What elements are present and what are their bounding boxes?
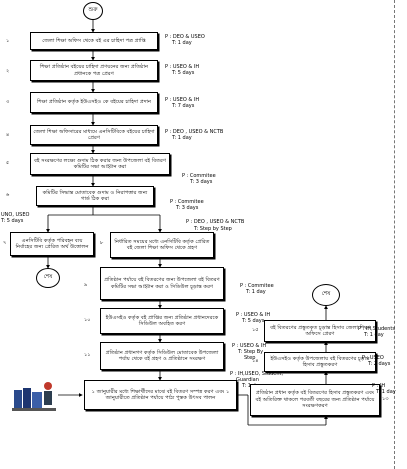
step-6-note-person: P : Commitee (170, 199, 204, 205)
step-number: ৫ (6, 160, 10, 166)
step-3-note-time: T: 7 days (172, 103, 195, 109)
step-10-text: ইউএসইও কর্তৃক বই প্রাপ্তির জন্য প্রতিষ্ঠ… (105, 314, 219, 327)
end-terminal-left: শেষ (36, 268, 60, 288)
step-number: ১৫ (252, 327, 259, 333)
step-7-note-person: UNO, USEO (1, 212, 30, 218)
step-2-note-time: T: 5 days (172, 70, 195, 76)
step-5-note-person: P : Commitee (182, 173, 216, 179)
step-number: ২ (6, 68, 10, 74)
step-14-note-time: T: 2 days (368, 361, 391, 367)
step-4-note-person: P : DEO , USEO & NCTB (165, 129, 224, 135)
end-right-label: শেষ (321, 291, 331, 297)
step-number: ১০ (84, 317, 91, 323)
step-13-box: প্রতিষ্ঠান প্রধান কর্তৃক বই বিতরণের হিসা… (250, 384, 380, 416)
page-edge-divider (394, 0, 395, 469)
step-4-note-time: T: 1 day (172, 135, 192, 141)
step-8-box: নির্ধারিত সময়ের মধ্যে এনসিটিবি কর্তৃক প… (110, 232, 214, 258)
step-13-note-time: T: 1 day (376, 389, 396, 395)
step-11-note-person: P : USEO & IH (232, 343, 267, 349)
start-label: শুরু (88, 7, 98, 13)
step-12-note-group: Guardian (236, 377, 259, 383)
step-13-text: প্রতিষ্ঠান প্রধান কর্তৃক বই বিতরণের হিসা… (255, 390, 375, 410)
step-8-text: নির্ধারিত সময়ের মধ্যে এনসিটিবি কর্তৃক প… (114, 238, 210, 251)
step-5-box: বই সংরক্ষণের লক্ষ্যে গুদাম ঠিক করার জন্য… (30, 153, 170, 175)
end-terminal-right: শেষ (312, 284, 340, 306)
step-1-note-time: T: 1 day (172, 40, 192, 46)
step-14-note-person: P : USEO (362, 355, 384, 361)
step-11-note-time: T: Step By (238, 349, 264, 355)
step-9-box: প্রতিষ্ঠান পর্যায়ে বই বিতরণের জন্য উপজে… (100, 267, 224, 300)
step-11-box: প্রতিষ্ঠান প্রধানগণ কর্তৃক সিডিউল মোতাবে… (100, 342, 224, 370)
step-13-note-person: P : IH (372, 383, 386, 389)
book-distribution-illustration-icon (12, 380, 56, 412)
step-number: ৮ (100, 240, 104, 246)
step-15-note-person: P : IH,Students (358, 326, 395, 332)
step-1-text: জেলা শিক্ষা অফিস থেকে বই এর চাহিদা পত্র … (42, 37, 146, 44)
step-6-text: কমিটির সিদ্ধান্ত মোতাবেক গুদাম ও নিরাপত্… (42, 189, 148, 202)
step-2-box: শিক্ষা প্রতিষ্ঠান বইয়ের চাহিদা প্রণয়নে… (30, 60, 158, 81)
step-9-text: প্রতিষ্ঠান পর্যায়ে বই বিতরণের জন্য উপজে… (104, 277, 220, 290)
step-number: ১৩ (382, 396, 389, 402)
step-7-note-time: T: 5 days (1, 218, 24, 224)
step-6-box: কমিটির সিদ্ধান্ত মোতাবেক গুদাম ও নিরাপত্… (36, 186, 154, 206)
step-number: ১৪ (252, 358, 259, 364)
step-8-note-person: P : DEO , USEO & NCTB (186, 219, 245, 225)
step-7-box: এনসিটিবি কর্তৃক পরিবহন ব্যয় নির্বাহের জ… (10, 232, 94, 256)
step-3-text: শিক্ষা প্রতিষ্ঠান কর্তৃক ইউএসইও কে বইয়ে… (36, 99, 152, 106)
step-2-note-person: P : USEO & IH (165, 64, 200, 70)
step-9-note-time: T: 1 day (246, 289, 266, 295)
step-9-note-person: P : Commitee (240, 283, 274, 289)
step-number: ৪ (6, 132, 10, 138)
step-10-box: ইউএসইও কর্তৃক বই প্রাপ্তির জন্য প্রতিষ্ঠ… (100, 308, 224, 334)
step-5-note-time: T: 3 days (190, 179, 213, 185)
step-3-box: শিক্ষা প্রতিষ্ঠান কর্তৃক ইউএসইও কে বইয়ে… (30, 92, 158, 113)
step-10-note-time: T: 5 days (242, 318, 265, 324)
step-7-text: এনসিটিবি কর্তৃক পরিবহন ব্যয় নির্বাহের জ… (15, 237, 89, 250)
step-14-text: ইউএসইও কর্তৃক উপজেলায় বই বিতরণের চূড়ান… (270, 355, 370, 368)
step-2-text: শিক্ষা প্রতিষ্ঠান বইয়ের চাহিদা প্রণয়নে… (39, 64, 149, 77)
step-15-note-time: T: 1 day (364, 332, 384, 338)
step-number: ৯ (84, 282, 88, 288)
step-14-box: ইউএসইও কর্তৃক উপজেলায় বই বিতরণের চূড়ান… (264, 352, 376, 372)
step-12-text: ১ জানুয়ারীর মধ্যে শিক্ষার্থীদের মাঝে বই… (91, 388, 230, 401)
step-number: ১১ (84, 352, 91, 358)
step-12-note-person: P : IH,USEO, Student, (230, 371, 284, 377)
step-11-text: প্রতিষ্ঠান প্রধানগণ কর্তৃক সিডিউল মোতাবে… (105, 349, 219, 362)
step-15-box: বই বিতরণের প্রস্তুতকৃত চূড়ান্ত হিসাব জে… (264, 320, 376, 342)
step-number: ৬ (6, 192, 10, 198)
step-10-note-person: P : USEO & IH (236, 312, 271, 318)
step-3-note-person: P : USEO & IH (165, 97, 200, 103)
end-left-label: শেষ (43, 274, 53, 280)
step-1-box: জেলা শিক্ষা অফিস থেকে বই এর চাহিদা পত্র … (30, 32, 158, 50)
step-15-text: বই বিতরণের প্রস্তুতকৃত চূড়ান্ত হিসাব জে… (270, 324, 370, 337)
step-number: ৭ (3, 240, 7, 246)
step-number: ১ (6, 38, 10, 44)
step-4-box: জেলা শিক্ষা অফিসারের মাধ্যমে এনসিটিবিকে … (30, 125, 158, 145)
step-4-text: জেলা শিক্ষা অফিসারের মাধ্যমে এনসিটিবিকে … (33, 128, 155, 141)
step-number: ৩ (6, 99, 10, 105)
step-5-text: বই সংরক্ষণের লক্ষ্যে গুদাম ঠিক করার জন্য… (33, 157, 167, 170)
step-1-note-person: P : DEO & USEO (165, 34, 205, 40)
step-11-note-time-cont: Step (244, 355, 256, 361)
start-terminal: শুরু (83, 2, 103, 20)
step-6-note-time: T: 3 days (176, 205, 199, 211)
step-8-note-time: T: Step by Step (194, 226, 232, 232)
step-12-box: ১ জানুয়ারীর মধ্যে শিক্ষার্থীদের মাঝে বই… (84, 380, 237, 410)
